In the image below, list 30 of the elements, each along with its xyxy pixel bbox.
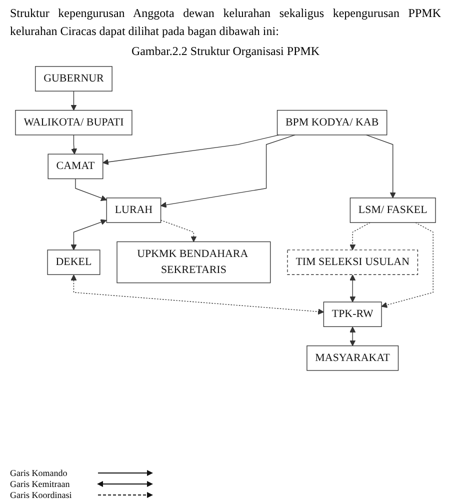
arrow xyxy=(350,222,371,250)
node-box xyxy=(15,110,132,136)
node-box xyxy=(48,154,104,180)
legend-text: Garis Komando xyxy=(10,468,68,478)
arrow xyxy=(70,274,324,315)
legend-text: Garis Kemitraan xyxy=(10,479,71,489)
arrow xyxy=(350,326,356,346)
arrow xyxy=(71,134,78,154)
node-box xyxy=(116,241,271,284)
arrow xyxy=(102,134,280,165)
legend-text: Garis Koordinasi xyxy=(10,490,73,500)
node-box xyxy=(35,66,112,92)
arrow xyxy=(350,274,356,302)
node-box xyxy=(276,110,388,136)
node-box xyxy=(323,302,382,327)
arrow xyxy=(366,134,396,198)
node-box xyxy=(47,250,100,275)
figure-title: Gambar.2.2 Struktur Organisasi PPMK xyxy=(130,44,321,59)
arrow xyxy=(70,90,77,111)
node-box xyxy=(106,198,162,223)
intro-paragraph: Struktur kepengurusan Anggota dewan kelurahan sekaligus kepengurusan PPMK kelurahan Ciracas dapat dilihat pada bagan dibawah ini: xyxy=(10,5,441,40)
arrow xyxy=(381,222,434,308)
node-box xyxy=(350,198,436,223)
arrow xyxy=(75,178,107,201)
arrow xyxy=(160,134,296,208)
node-box xyxy=(306,345,399,371)
arrow xyxy=(160,220,197,242)
arrow xyxy=(70,219,107,250)
org-chart: GUBERNUR WALIKOTA/ BUPATI BPM KODYA/ KAB CAMAT LURAH LSM/ FASKEL DEKEL UPKMK BENDAHARA SEKRETARIS TIM SELEKSI USULAN TPK-RW MASYARAKAT xyxy=(10,61,441,376)
node-box xyxy=(287,250,418,275)
